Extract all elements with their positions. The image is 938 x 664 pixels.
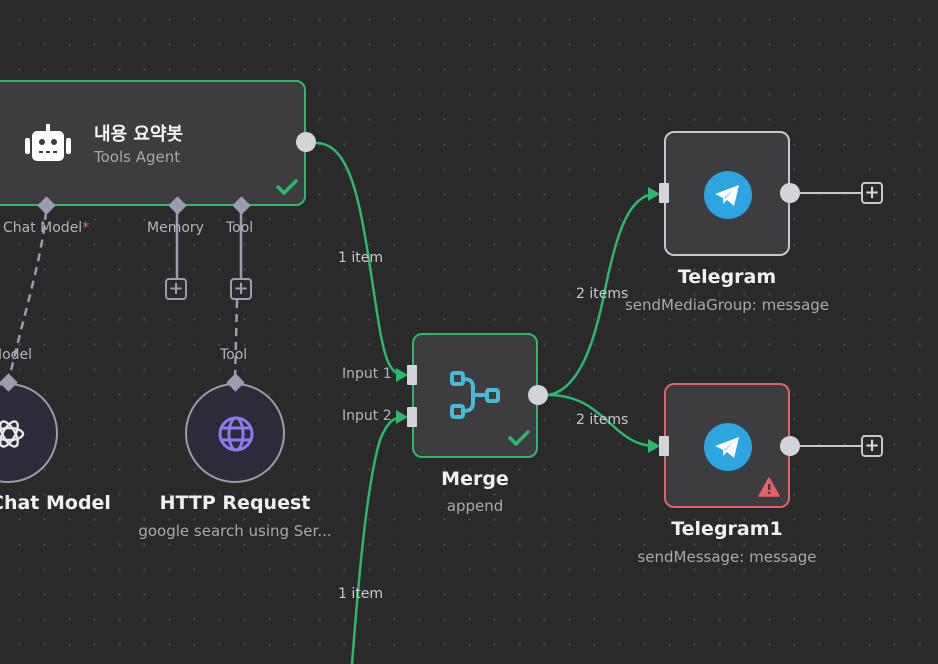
chat-model-node-port-label: Model — [0, 347, 33, 363]
telegram-output-handle[interactable] — [780, 183, 800, 203]
agent-node[interactable]: 내용 요약봇 Tools Agent — [0, 80, 306, 206]
openai-icon — [0, 420, 25, 448]
telegram-add-button[interactable]: + — [861, 182, 883, 204]
telegram1-node[interactable] — [664, 383, 790, 508]
merge-title: Merge — [441, 468, 509, 490]
success-check-icon — [276, 179, 298, 195]
telegram-icon — [704, 423, 752, 471]
merge-output-handle[interactable] — [528, 385, 548, 405]
telegram-input-handle[interactable] — [659, 183, 669, 203]
edge-label-bottom-merge: 1 item — [338, 586, 383, 602]
telegram-title: Telegram — [677, 266, 777, 288]
agent-subtitle: Tools Agent — [94, 148, 181, 166]
merge-subtitle: append — [446, 497, 504, 515]
robot-icon — [25, 124, 71, 161]
http-request-title: HTTP Request — [159, 492, 311, 514]
http-request-node[interactable] — [185, 383, 285, 483]
edge-label-merge-telegram: 2 items — [576, 286, 629, 302]
merge-icon — [450, 371, 500, 419]
edge-tool-dashed — [233, 299, 239, 381]
merge-node[interactable] — [412, 333, 538, 458]
telegram-subtitle: sendMediaGroup: message — [624, 296, 830, 314]
telegram-icon — [704, 171, 752, 219]
chat-model-port-label: Chat Model* — [3, 220, 90, 236]
telegram-node[interactable] — [664, 131, 790, 256]
telegram1-output-handle[interactable] — [780, 436, 800, 456]
telegram1-add-button[interactable]: + — [861, 435, 883, 457]
edge-bottom-to-merge — [350, 415, 405, 664]
telegram1-title: Telegram1 — [671, 518, 783, 540]
chat-model-title: Chat Model — [0, 492, 111, 514]
chat-model-node[interactable] — [0, 383, 58, 483]
edge-label-merge-telegram1: 2 items — [576, 412, 629, 428]
agent-output-handle[interactable] — [296, 132, 316, 152]
memory-port-label: Memory — [147, 220, 204, 236]
add-tool-button[interactable]: + — [230, 278, 252, 300]
merge-input-2-handle[interactable] — [407, 407, 417, 427]
tool-port-label: Tool — [226, 220, 254, 236]
telegram1-subtitle: sendMessage: message — [637, 548, 817, 566]
edge-label-agent-merge: 1 item — [338, 250, 383, 266]
agent-title: 내용 요약봇 — [94, 124, 184, 145]
merge-input-1-label: Input 1 — [342, 366, 392, 382]
http-request-subtitle: google search using Ser... — [138, 522, 332, 540]
warning-icon[interactable] — [758, 477, 780, 497]
globe-icon — [218, 416, 254, 452]
add-memory-button[interactable]: + — [165, 278, 187, 300]
http-request-port-label: Tool — [220, 347, 248, 363]
merge-input-2-label: Input 2 — [342, 408, 392, 424]
merge-input-1-handle[interactable] — [407, 365, 417, 385]
telegram1-input-handle[interactable] — [659, 436, 669, 456]
success-check-icon — [508, 430, 530, 446]
